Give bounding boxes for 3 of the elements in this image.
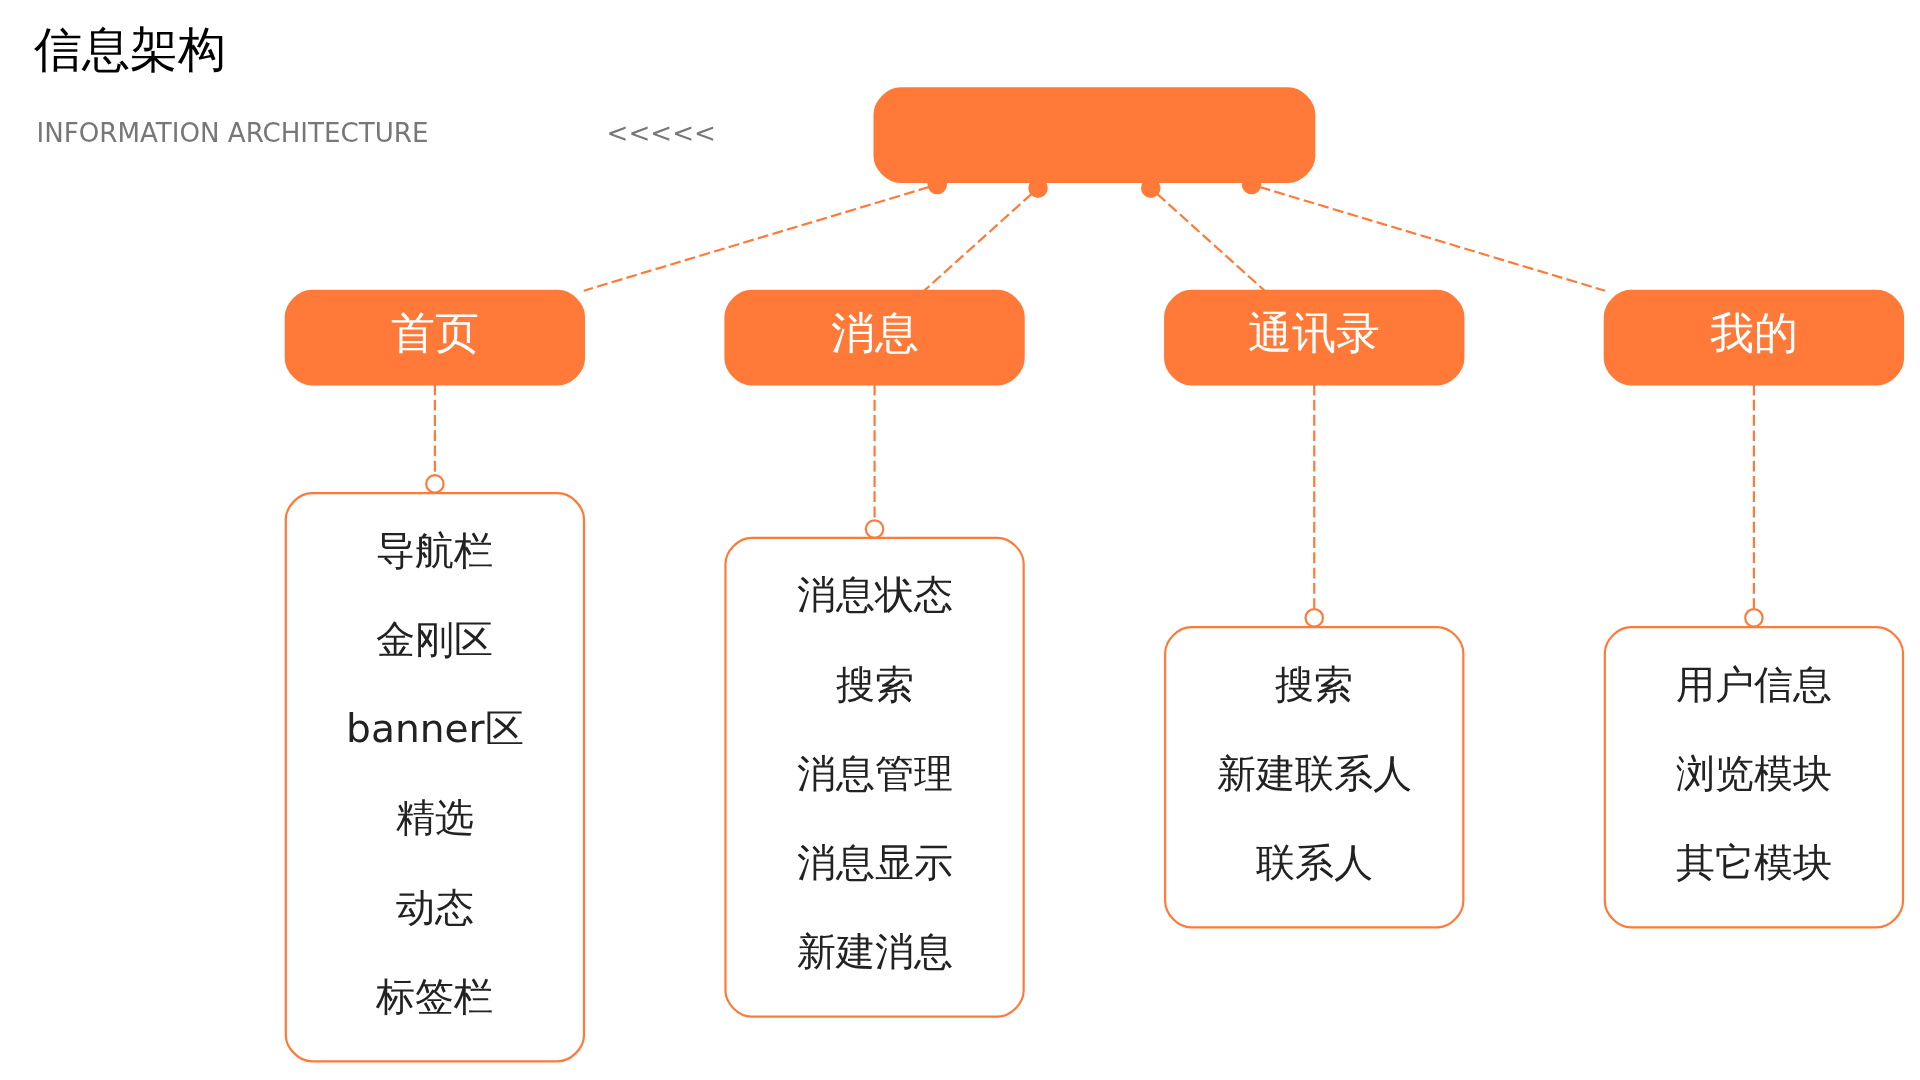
label: <<<<<: [606, 117, 716, 148]
label: INFORMATION ARCHITECTURE: [36, 117, 429, 148]
diagram-title: 信息架构: [34, 21, 227, 77]
